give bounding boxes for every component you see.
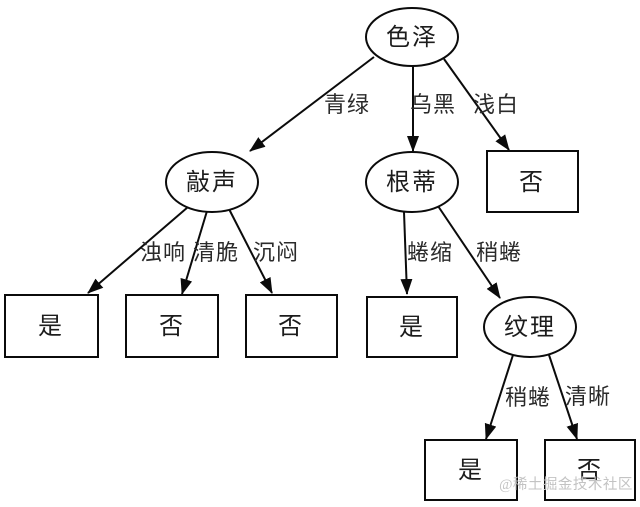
leaf-yes-1: 是	[4, 294, 99, 358]
node-seze-ellipse	[365, 7, 459, 67]
leaf-yes-2: 是	[366, 296, 458, 358]
leaf-no-2-label: 否	[159, 314, 185, 340]
leaf-yes-1-rect	[4, 294, 99, 358]
edge-label-qianbai: 浅白	[473, 92, 519, 117]
edge-label-shaoquan-2: 稍蜷	[505, 385, 551, 410]
edge-seze-qiaosheng	[249, 56, 375, 152]
edge-gendi-wenli	[437, 205, 501, 299]
edge-label-zhuoxiang: 浊响	[140, 240, 186, 265]
node-wenli: 纹理	[483, 296, 577, 358]
edge-group: 青绿 乌黑 浅白 浊响 清脆 沉闷 蜷缩 稍蜷 稍蜷 清晰	[87, 56, 611, 440]
edge-qiaosheng-yes1	[87, 206, 189, 294]
leaf-no-3-label: 否	[278, 314, 304, 340]
leaf-yes-3-rect	[424, 439, 518, 501]
leaf-yes-3: 是	[424, 439, 518, 501]
edge-label-wuhei: 乌黑	[410, 92, 456, 117]
node-group: 色泽 敲声 根蒂 否 是 否 否 是	[4, 7, 636, 501]
node-gendi-label: 根蒂	[386, 169, 438, 196]
node-wenli-label: 纹理	[504, 314, 556, 341]
node-qiaosheng: 敲声	[165, 151, 259, 213]
node-gendi: 根蒂	[365, 151, 459, 213]
edge-label-qingxi: 清晰	[565, 384, 611, 409]
leaf-yes-2-rect	[366, 296, 458, 358]
edge-label-qinglv: 青绿	[324, 92, 370, 117]
node-gendi-ellipse	[365, 151, 459, 213]
node-seze-label: 色泽	[386, 24, 438, 51]
leaf-no-3-rect	[245, 294, 338, 358]
leaf-yes-2-label: 是	[399, 315, 425, 341]
edge-gendi-yes2	[400, 211, 413, 295]
leaf-no-2-rect	[125, 294, 219, 358]
edge-label-quansuo: 蜷缩	[407, 240, 453, 265]
leaf-no-1-label: 否	[519, 170, 545, 196]
leaf-no-1-rect	[486, 150, 579, 213]
edge-seze-no1	[443, 58, 510, 151]
leaf-no-4-label: 否	[577, 458, 603, 484]
leaf-no-3: 否	[245, 294, 338, 358]
leaf-yes-3-label: 是	[458, 458, 484, 484]
leaf-no-4-rect	[544, 439, 636, 501]
watermark: @稀土掘金技术社区	[499, 476, 633, 493]
edge-qiaosheng-no2	[180, 210, 208, 295]
leaf-no-2: 否	[125, 294, 219, 358]
leaf-no-4: 否	[544, 439, 636, 501]
edge-wenli-yes3	[484, 354, 514, 440]
leaf-yes-1-label: 是	[38, 314, 64, 340]
leaf-no-1: 否	[486, 150, 579, 213]
node-seze: 色泽	[365, 7, 459, 67]
edge-label-qingcui: 清脆	[193, 240, 239, 265]
node-qiaosheng-ellipse	[165, 151, 259, 213]
edge-wenli-no4	[548, 354, 578, 440]
edge-label-shaoquan-1: 稍蜷	[476, 240, 522, 265]
edge-label-chenmen: 沉闷	[253, 240, 299, 265]
edge-qiaosheng-no3	[228, 208, 273, 294]
node-wenli-ellipse	[483, 296, 577, 358]
node-qiaosheng-label: 敲声	[186, 169, 238, 196]
